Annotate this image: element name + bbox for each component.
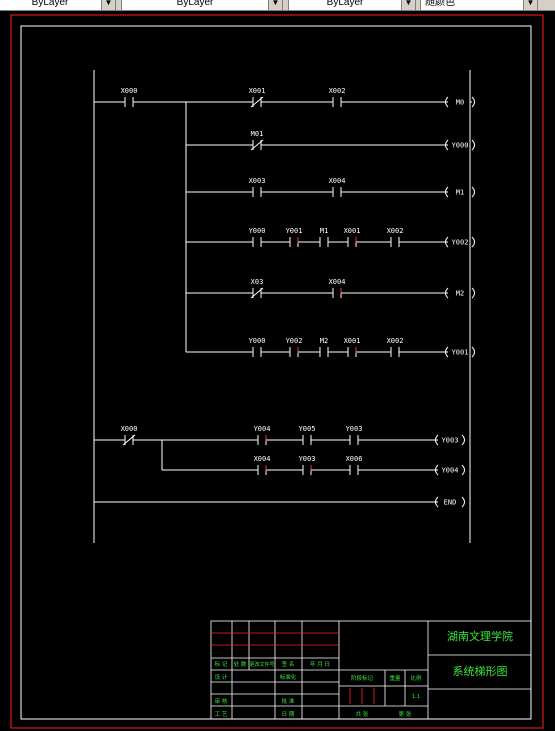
coil-left-arc (435, 496, 439, 508)
contact-label: X002 (387, 337, 404, 345)
coil-left-arc (445, 287, 449, 299)
contact-label: X002 (387, 227, 404, 235)
tb-label-count: 处 数 (234, 660, 247, 668)
coil-right-arc (471, 236, 475, 248)
contact-label: X001 (344, 227, 361, 235)
tb-label-weight: 重量 (389, 674, 401, 682)
coil-label: Y004 (442, 467, 459, 475)
contact-slash (250, 287, 264, 299)
contact-label: X03 (251, 278, 264, 286)
chevron-down-icon[interactable]: ▼ (523, 0, 537, 10)
contact-label: X000 (121, 425, 138, 433)
title-block (210, 620, 532, 720)
contact-slash (250, 96, 264, 108)
linetype-combo[interactable]: ByLayer ▼ (121, 0, 283, 10)
contact-label: X004 (329, 278, 346, 286)
coil-label: M1 (456, 189, 464, 197)
tb-label-day: 日 期 (282, 711, 295, 718)
coil-left-arc (445, 346, 449, 358)
tb-label-scale: 比例 (410, 674, 422, 682)
tb-label-stage: 阶段标记 (351, 674, 374, 682)
tb-scale-value: 1:1 (412, 694, 421, 700)
drawing-title: 系统梯形图 (453, 665, 508, 678)
chevron-down-icon[interactable]: ▼ (268, 0, 282, 10)
paper-border (10, 14, 544, 729)
tb-label-approve: 批 准 (282, 697, 295, 705)
contact-label: Y003 (299, 455, 316, 463)
contact-label: Y004 (254, 425, 271, 433)
coil-label: Y001 (452, 349, 469, 357)
coil-left-arc (445, 139, 449, 151)
coil-label: Y003 (442, 437, 459, 445)
tb-sheet-count: 共 张 (356, 710, 369, 718)
tb-label-date: 年 月 日 (310, 660, 330, 668)
drawing-frame (20, 25, 532, 720)
lineweight-combo-value: ByLayer (326, 0, 364, 8)
coil-left-arc (445, 96, 449, 108)
contact-label: Y001 (286, 227, 303, 235)
contact-label: Y003 (346, 425, 363, 433)
coil-left-arc (435, 464, 439, 476)
coil-label: END (444, 499, 457, 507)
contact-label: X003 (249, 177, 266, 185)
coil-label: M0 (456, 99, 464, 107)
contact-label: M1 (320, 227, 328, 235)
contact-label: X001 (344, 337, 361, 345)
coil-label: Y002 (452, 239, 469, 247)
coil-right-arc (461, 496, 465, 508)
contact-label: Y000 (249, 337, 266, 345)
tb-label-standard: 标准化 (280, 673, 297, 681)
contact-label: X002 (329, 87, 346, 95)
layer-combo-value: ByLayer (31, 0, 69, 8)
chevron-down-icon[interactable]: ▼ (401, 0, 415, 10)
school-name: 湖南文理学院 (447, 629, 513, 643)
tb-label-design: 设 计 (215, 673, 228, 681)
coil-right-arc (471, 346, 475, 358)
coil-left-arc (435, 434, 439, 446)
plotstyle-combo[interactable]: 随颜色 ▼ (420, 0, 538, 10)
chevron-down-icon[interactable]: ▼ (101, 0, 115, 10)
contact-label: X000 (121, 87, 138, 95)
contact-label: Y000 (249, 227, 266, 235)
contact-label: X006 (346, 455, 363, 463)
contact-label: Y002 (286, 337, 303, 345)
coil-right-arc (461, 434, 465, 446)
coil-right-arc (471, 186, 475, 198)
tb-label-mark: 标 记 (215, 660, 228, 668)
tb-label-change: 更改文件号 (249, 661, 274, 668)
contact-slash (250, 139, 264, 151)
coil-right-arc (471, 287, 475, 299)
contact-label: X004 (254, 455, 271, 463)
contact-label: X004 (329, 177, 346, 185)
tb-label-review: 审 核 (215, 697, 228, 705)
coil-right-arc (461, 464, 465, 476)
layer-combo[interactable]: ByLayer ▼ (0, 0, 116, 10)
coil-left-arc (445, 186, 449, 198)
properties-toolbar: ByLayer ▼ ByLayer ▼ ByLayer ▼ 随颜色 ▼ (0, 0, 555, 11)
contact-label: X001 (249, 87, 266, 95)
contact-label: M01 (251, 130, 264, 138)
linetype-combo-value: ByLayer (176, 0, 214, 8)
tb-label-sign: 签 名 (282, 660, 295, 668)
title-block-red-grid (211, 632, 375, 704)
coil-right-arc (471, 139, 475, 151)
coil-left-arc (445, 236, 449, 248)
contact-slash (122, 434, 136, 446)
coil-label: M2 (456, 290, 464, 298)
contact-label: Y005 (299, 425, 316, 433)
lineweight-combo[interactable]: ByLayer ▼ (288, 0, 416, 10)
coil-right-arc (471, 96, 475, 108)
contact-label: M2 (320, 337, 328, 345)
coil-label: Y000 (452, 142, 469, 150)
tb-sheet-number: 第 张 (399, 710, 412, 718)
plotstyle-combo-value: 随颜色 (425, 0, 455, 8)
tb-label-process: 工 艺 (215, 711, 228, 718)
